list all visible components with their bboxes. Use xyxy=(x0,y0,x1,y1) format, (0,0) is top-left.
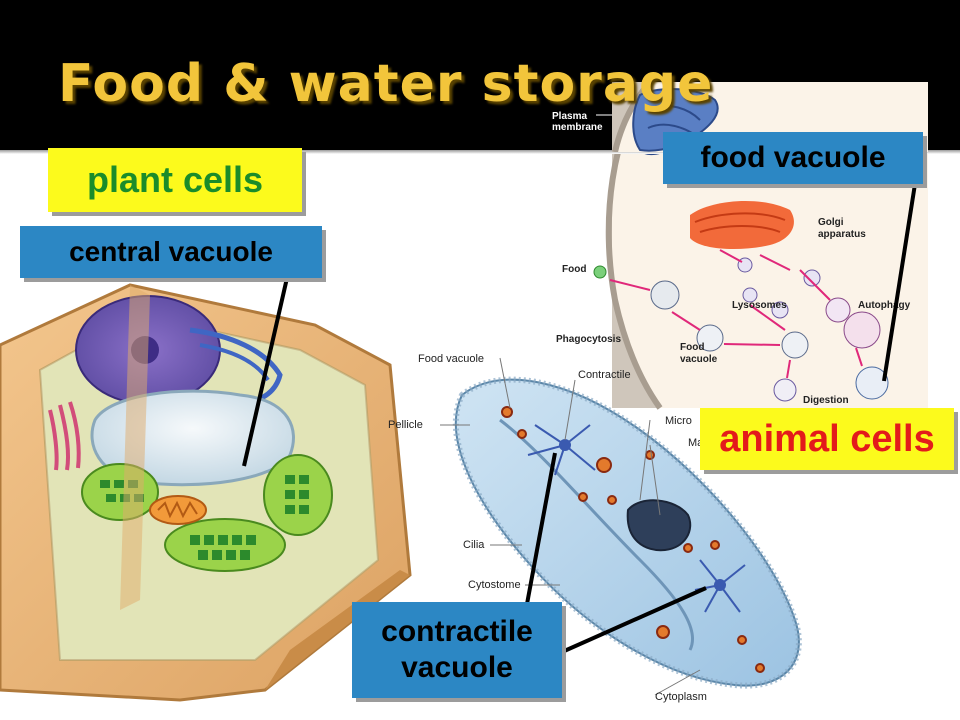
label-apparatus: apparatus xyxy=(818,229,866,240)
central-vacuole-callout: central vacuole xyxy=(20,226,322,278)
label-cytoplasm: Cytoplasm xyxy=(655,691,707,703)
label-phagocytosis: Phagocytosis xyxy=(556,334,621,345)
label-autophagy: Autophagy xyxy=(858,300,911,311)
label-plasma-top: Plasma xyxy=(552,111,587,122)
label-food: Food xyxy=(562,264,586,275)
callout-pointer-lines xyxy=(242,183,917,654)
plant-cells-callout: plant cells xyxy=(48,148,302,212)
label-digestion: Digestion xyxy=(803,395,849,406)
label-pellicle: Pellicle xyxy=(388,419,423,431)
contractile-pointer-left xyxy=(525,452,557,605)
label-food-vacuole-line2: vacuole xyxy=(680,354,718,365)
vesicles xyxy=(593,257,889,402)
central-vacuole-pointer xyxy=(242,277,289,467)
contractile-vacuoles xyxy=(527,424,746,613)
pathway-arrows xyxy=(609,249,863,379)
food-vacuole-callout: food vacuole xyxy=(663,132,923,184)
animal-cells-callout: animal cells xyxy=(700,408,954,470)
contractile-vacuole-line1: contractile xyxy=(381,615,533,648)
label-cytostome: Cytostome xyxy=(468,579,521,591)
paramecium-label-lines xyxy=(440,357,701,696)
golgi-body xyxy=(48,401,81,471)
label-golgi: Golgi xyxy=(818,217,844,228)
paramecium-labels: Food vacuole Contractile Pellicle Micro … xyxy=(388,353,707,703)
food-vacuole-pointer xyxy=(882,183,917,382)
plant-cell-illustration xyxy=(0,283,412,702)
label-cilia: Cilia xyxy=(463,539,485,551)
slide-title: Food & water storage xyxy=(58,54,714,114)
macronucleus xyxy=(626,499,692,552)
label-food-vacuole-line1: Food xyxy=(680,342,704,353)
label-food-vacuole: Food vacuole xyxy=(418,353,484,365)
title-bar-shadow xyxy=(0,150,960,154)
label-micronucleus: Micro xyxy=(665,415,692,427)
contractile-pointer-right xyxy=(561,586,707,654)
label-lysosomes: Lysosomes xyxy=(732,300,787,311)
contractile-vacuole-line2: vacuole xyxy=(401,651,513,684)
label-contractile: Contractile xyxy=(578,369,631,381)
contractile-vacuole-callout: contractile vacuole xyxy=(352,602,562,698)
food-vacuoles xyxy=(501,406,765,673)
golgi-apparatus xyxy=(690,200,794,250)
paramecium-illustration: Food vacuole Contractile Pellicle Micro … xyxy=(388,353,802,703)
label-membrane-top: membrane xyxy=(552,122,603,133)
